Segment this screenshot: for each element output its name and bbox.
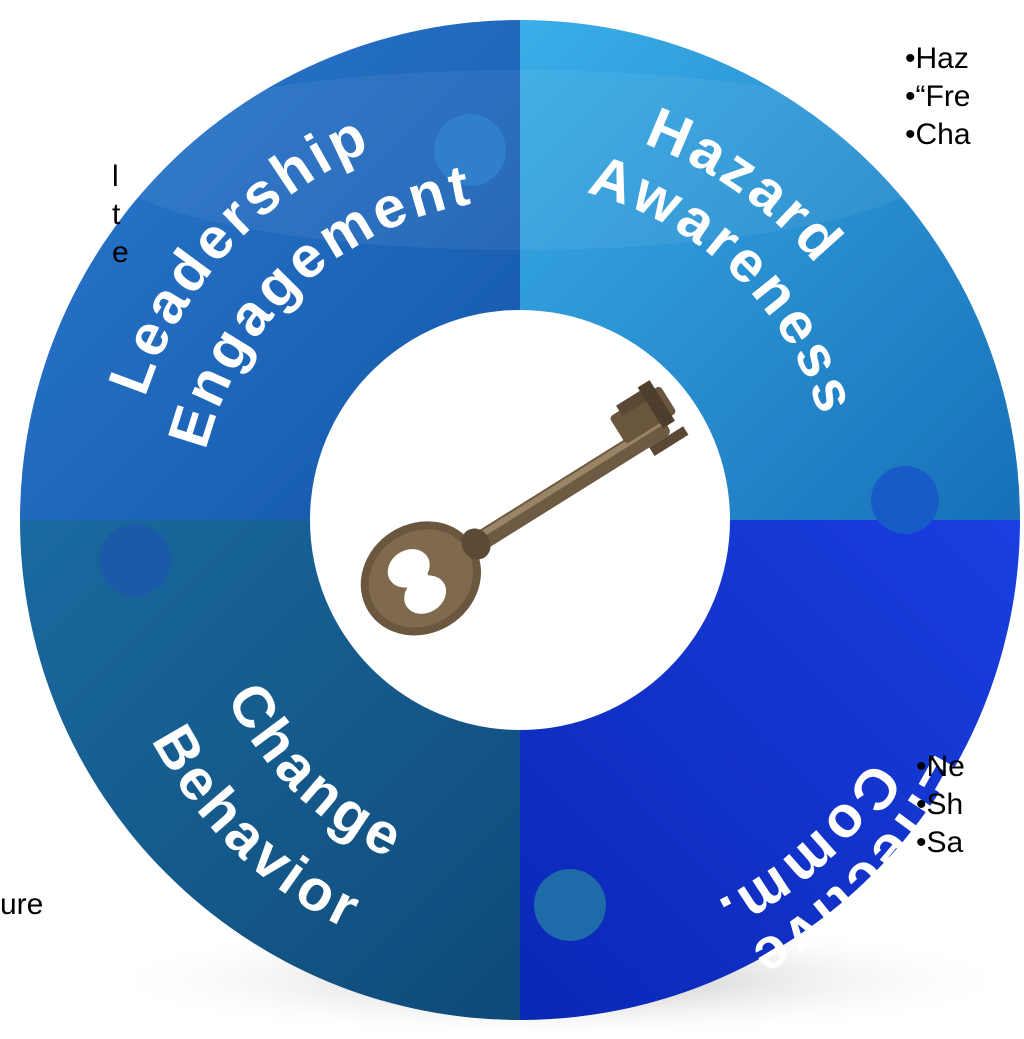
bullet-line: •Haz [905,42,969,75]
fragment-line: l [112,160,119,193]
side-text-top-right: •Haz •“Fre •Cha [905,40,971,154]
side-text-top-left-fragments: l t e [112,158,129,272]
bullet-line: ure [0,888,44,921]
puzzle-knob-top [434,114,506,186]
bullet-line: •Sa [916,826,964,859]
segment-leadership [20,20,520,520]
segment-behavior [20,520,520,1020]
skeleton-key-image [360,380,689,636]
side-text-bottom-right: •Ne •Sh •Sa [916,748,965,862]
fragment-line: e [112,236,129,269]
bullet-line: •Cha [905,118,971,151]
bullet-line: •“Fre [905,80,971,113]
side-text-bottom-left: ure [0,886,43,924]
ring-highlight [100,70,940,250]
puzzle-knob-bottom [534,869,606,941]
bullet-line: •Ne [916,750,965,783]
bullet-line: •Sh [916,788,964,821]
puzzle-knob-left [99,524,171,596]
puzzle-knob-right [871,466,939,534]
segment-hazard [520,20,1020,520]
segment-effective [520,520,1020,1020]
fragment-line: t [112,198,121,231]
